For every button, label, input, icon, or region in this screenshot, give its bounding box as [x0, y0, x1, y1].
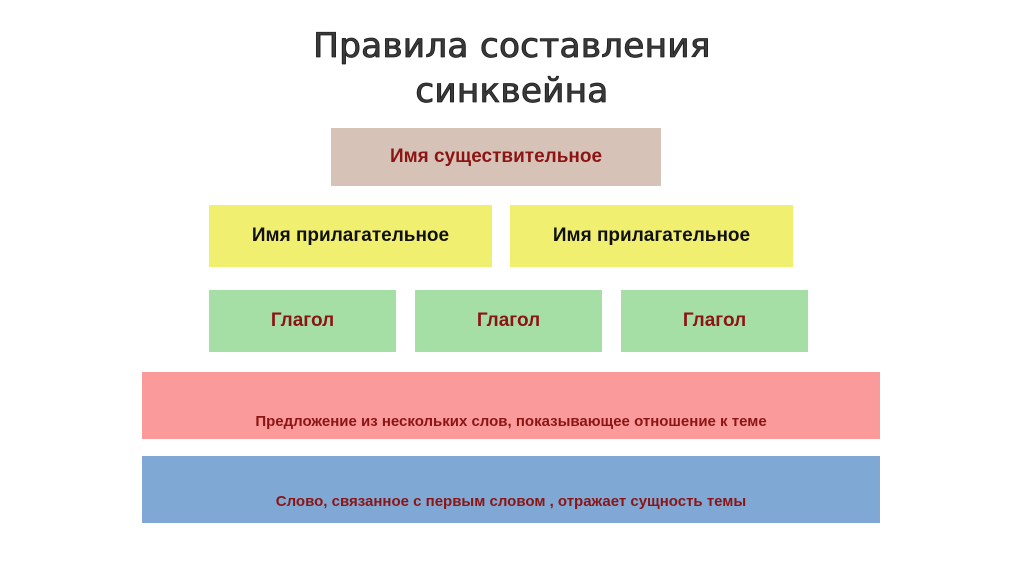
pyramid-cell-label: Предложение из нескольких слов, показыва… [255, 412, 767, 430]
pyramid-row-verb-center: Глагол [415, 290, 602, 352]
pyramid-cell-label: Имя прилагательное [251, 225, 450, 247]
pyramid-row-adjective-right: Имя прилагательное [510, 205, 793, 267]
pyramid-row-sentence: Предложение из нескольких слов, показыва… [142, 372, 880, 439]
page-title: Правила составления синквейна [313, 26, 711, 112]
pyramid-cell-label: Имя существительное [389, 146, 603, 168]
pyramid-cell-label: Слово, связанное с первым словом , отраж… [275, 492, 747, 510]
pyramid-cell-label: Глагол [682, 310, 747, 332]
pyramid-cell-label: Глагол [270, 310, 335, 332]
pyramid-row-word: Слово, связанное с первым словом , отраж… [142, 456, 880, 523]
pyramid-row-verb-left: Глагол [209, 290, 396, 352]
pyramid-row-adjective-left: Имя прилагательное [209, 205, 492, 267]
pyramid-cell-label: Имя прилагательное [552, 225, 751, 247]
pyramid-cell-label: Глагол [476, 310, 541, 332]
pyramid-row-noun: Имя существительное [331, 128, 661, 186]
pyramid-row-verb-right: Глагол [621, 290, 808, 352]
